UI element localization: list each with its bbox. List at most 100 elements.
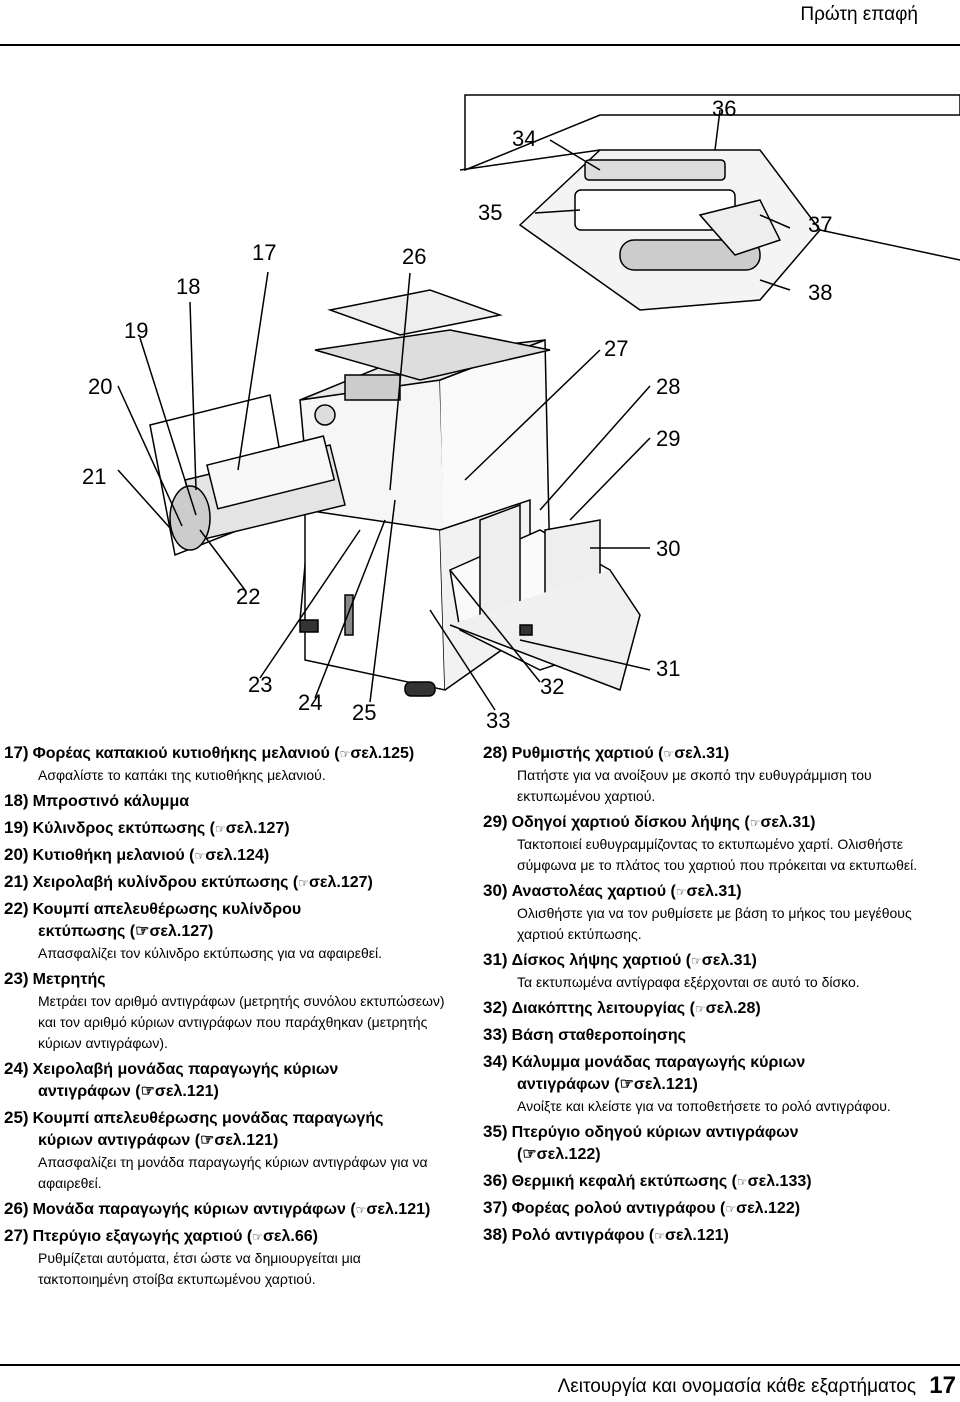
callout-25: 25 [352, 700, 376, 725]
page-reference: σελ.31) [701, 952, 757, 969]
callout-34: 34 [512, 126, 536, 151]
part-title: 19)Κύλινδρος εκτύπωσης (☞σελ.127) [4, 817, 454, 840]
part-description: Ρυθμίζεται αυτόματα, έτσι ώστε να δημιου… [38, 1250, 361, 1287]
callout-35: 35 [478, 200, 502, 225]
page-reference: σελ.127) [225, 820, 290, 837]
pointing-hand-icon: ☞ [749, 816, 761, 830]
callout-26: 26 [402, 244, 426, 269]
page-header-title: Πρώτη επαφή [800, 4, 918, 25]
part-title: 26)Μονάδα παραγωγής κύριων αντιγράφων (☞… [4, 1198, 454, 1221]
part-item: 20)Κυτιοθήκη μελανιού (☞σελ.124) [4, 844, 454, 867]
page-reference: σελ.127) [308, 874, 373, 891]
part-item: 30)Αναστολέας χαρτιού (☞σελ.31)Ολισθήστε… [483, 880, 933, 945]
callout-20: 20 [88, 374, 112, 399]
footer-rule [0, 1364, 960, 1366]
part-name: Μονάδα παραγωγής κύριων αντιγράφων ( [32, 1201, 356, 1218]
part-item: 17)Φορέας καπακιού κυτιοθήκης μελανιού (… [4, 742, 454, 786]
part-number: 23) [4, 969, 29, 988]
part-title-continued: (☞σελ.122) [517, 1146, 601, 1163]
part-description: Ολισθήστε για να τον ρυθμίσετε με βάση τ… [517, 905, 912, 942]
callout-38: 38 [808, 280, 832, 305]
header-rule [0, 44, 960, 46]
part-number: 31) [483, 950, 508, 969]
part-item: 36)Θερμική κεφαλή εκτύπωσης (☞σελ.133) [483, 1170, 933, 1193]
part-number: 37) [483, 1198, 508, 1217]
part-name: Πτερύγιο εξαγωγής χαρτιού ( [32, 1228, 253, 1245]
part-item: 24)Χειρολαβή μονάδας παραγωγής κύριων αντ… [4, 1058, 454, 1103]
page-reference: σελ.31) [760, 814, 816, 831]
page-reference: σελ.124) [205, 847, 270, 864]
part-name: Φορέας καπακιού κυτιοθήκης μελανιού ( [32, 745, 340, 762]
callout-33: 33 [486, 708, 510, 733]
part-item: 18)Μπροστινό κάλυμμα [4, 790, 454, 813]
part-name: Κουμπί απελευθέρωσης μονάδας παραγωγής [32, 1110, 384, 1127]
part-name: Ρυθμιστής χαρτιού ( [511, 745, 664, 762]
part-number: 34) [483, 1052, 508, 1071]
part-item: 25)Κουμπί απελευθέρωσης μονάδας παραγωγή… [4, 1107, 454, 1194]
part-title: 23)Μετρητής [4, 968, 454, 991]
part-number: 35) [483, 1122, 508, 1141]
part-number: 25) [4, 1108, 29, 1127]
part-description: Απασφαλίζει τον κύλινδρο εκτύπωσης για ν… [38, 945, 383, 961]
part-title-continued: αντιγράφων (☞σελ.121) [38, 1083, 219, 1100]
callout-23: 23 [248, 672, 272, 697]
pointing-hand-icon: ☞ [654, 1229, 665, 1243]
part-number: 22) [4, 899, 29, 918]
part-item: 27)Πτερύγιο εξαγωγής χαρτιού (☞σελ.66)Ρυ… [4, 1225, 454, 1290]
part-description: Τακτοποιεί ευθυγραμμίζοντας το εκτυπωμέν… [517, 836, 918, 873]
part-item: 33)Βάση σταθεροποίησης [483, 1024, 933, 1047]
part-number: 33) [483, 1025, 508, 1044]
part-item: 35)Πτερύγιο οδηγού κύριων αντιγράφων (☞σε… [483, 1121, 933, 1166]
part-name: Αναστολέας χαρτιού ( [511, 883, 676, 900]
pointing-hand-icon: ☞ [694, 1002, 706, 1016]
callout-27: 27 [604, 336, 628, 361]
part-title: 29)Οδηγοί χαρτιού δίσκου λήψης (☞σελ.31) [483, 811, 933, 834]
pointing-hand-icon: ☞ [736, 1175, 748, 1189]
page-reference: σελ.31) [674, 745, 730, 762]
part-item: 38)Ρολό αντιγράφου (☞σελ.121) [483, 1224, 933, 1247]
callout-30: 30 [656, 536, 680, 561]
pointing-hand-icon: ☞ [663, 747, 675, 761]
part-description: Τα εκτυπωμένα αντίγραφα εξέρχονται σε αυ… [517, 974, 860, 990]
part-number: 20) [4, 845, 29, 864]
page-reference: σελ.125) [350, 745, 415, 762]
part-number: 17) [4, 743, 29, 762]
part-item: 37)Φορέας ρολού αντιγράφου (☞σελ.122) [483, 1197, 933, 1220]
part-title: 18)Μπροστινό κάλυμμα [4, 790, 454, 813]
part-title: 35)Πτερύγιο οδηγού κύριων αντιγράφων [483, 1121, 933, 1144]
part-description: Μετράει τον αριθμό αντιγράφων (μετρητής … [38, 993, 445, 1051]
part-title: 36)Θερμική κεφαλή εκτύπωσης (☞σελ.133) [483, 1170, 933, 1193]
callout-24: 24 [298, 690, 322, 715]
part-title: 27)Πτερύγιο εξαγωγής χαρτιού (☞σελ.66) [4, 1225, 454, 1248]
page-reference: σελ.133) [747, 1173, 812, 1190]
part-name: Δίσκος λήψης χαρτιού ( [511, 952, 692, 969]
part-title: 28)Ρυθμιστής χαρτιού (☞σελ.31) [483, 742, 933, 765]
part-name: Φορέας ρολού αντιγράφου ( [511, 1200, 726, 1217]
part-name: Μπροστινό κάλυμμα [32, 793, 190, 810]
part-number: 36) [483, 1171, 508, 1190]
part-item: 32)Διακόπτης λειτουργίας (☞σελ.28) [483, 997, 933, 1020]
part-title: 25)Κουμπί απελευθέρωσης μονάδας παραγωγή… [4, 1107, 454, 1130]
items-left-column: 17)Φορέας καπακιού κυτιοθήκης μελανιού (… [4, 742, 454, 1294]
footer-text: Λειτουργία και ονομασία κάθε εξαρτήματος [557, 1376, 916, 1397]
part-number: 32) [483, 998, 508, 1017]
pointing-hand-icon: ☞ [339, 747, 351, 761]
part-number: 29) [483, 812, 508, 831]
part-title-continued: αντιγράφων (☞σελ.121) [517, 1076, 698, 1093]
page-reference: σελ.31) [686, 883, 742, 900]
pointing-hand-icon: ☞ [214, 822, 226, 836]
part-title: 37)Φορέας ρολού αντιγράφου (☞σελ.122) [483, 1197, 933, 1220]
page-reference: σελ.121) [366, 1201, 431, 1218]
part-number: 38) [483, 1225, 508, 1244]
part-description: Πατήστε για να ανοίξουν με σκοπό την ευθ… [517, 767, 872, 804]
items-right-column: 28)Ρυθμιστής χαρτιού (☞σελ.31)Πατήστε γι… [483, 742, 933, 1251]
part-title: 38)Ρολό αντιγράφου (☞σελ.121) [483, 1224, 933, 1247]
callout-28: 28 [656, 374, 680, 399]
part-title: 17)Φορέας καπακιού κυτιοθήκης μελανιού (… [4, 742, 454, 765]
part-title: 24)Χειρολαβή μονάδας παραγωγής κύριων [4, 1058, 454, 1081]
part-number: 19) [4, 818, 29, 837]
part-name: Κυτιοθήκη μελανιού ( [32, 847, 195, 864]
